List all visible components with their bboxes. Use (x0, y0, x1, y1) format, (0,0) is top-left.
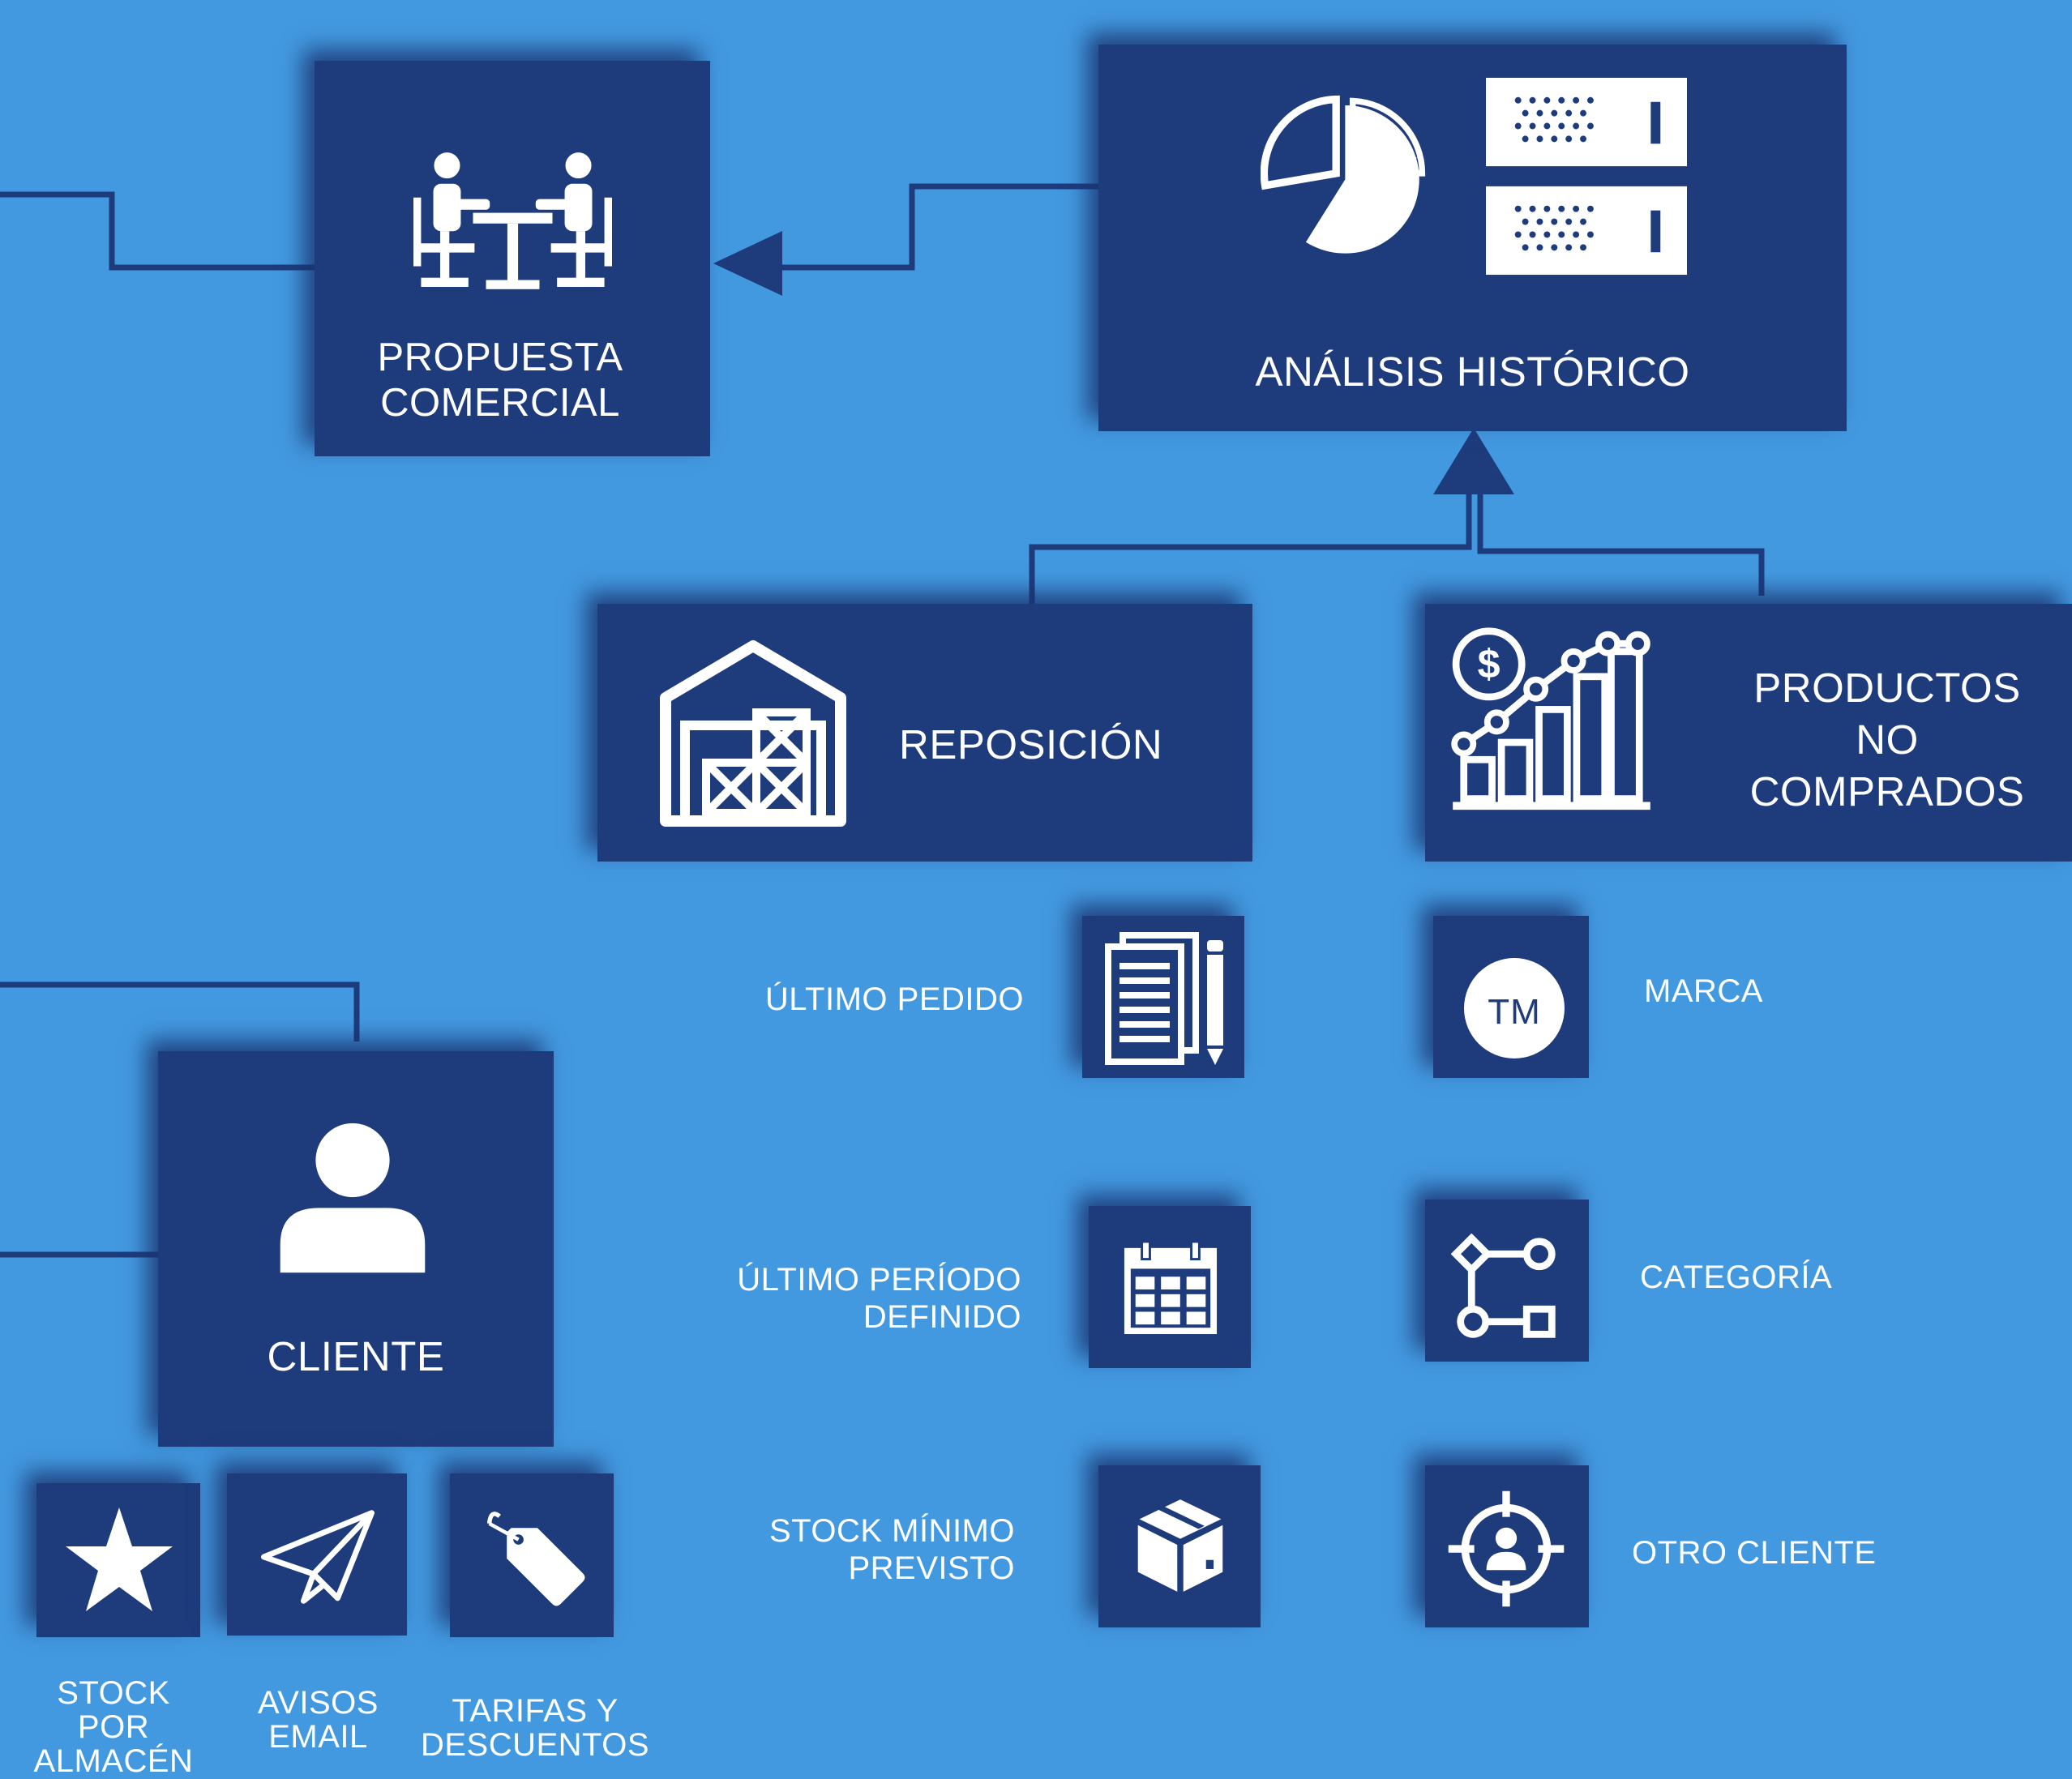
server-rack-icon (1486, 77, 1687, 276)
productos-label-line3: COMPRADOS (1749, 768, 2025, 815)
productos-option-tile (1425, 1465, 1589, 1627)
arrowhead-to-analisis (1433, 428, 1514, 494)
productos-label-line1: PRODUCTOS (1753, 665, 2021, 711)
reposicion-option-label: ÚLTIMO PERÍODO DEFINIDO (681, 1261, 1021, 1336)
connector-analisis-to-propuesta (774, 183, 1102, 271)
reposicion-option-label: ÚLTIMO PEDIDO (713, 981, 1024, 1018)
connector-left-to-cliente (0, 981, 360, 1041)
analisis-historico-node: ANÁLISIS HISTÓRICO (1098, 45, 1847, 431)
connector-left-to-propuesta (0, 191, 316, 271)
pie-chart-icon (1261, 95, 1426, 254)
document-icon (1105, 932, 1223, 1065)
growth-chart-icon: $ (1451, 627, 1650, 810)
arrowhead-to-propuesta (713, 231, 782, 296)
option-stock-minimo-text-1: STOCK MÍNIMO (768, 1513, 1015, 1549)
productos-no-comprados-node: $ PRODUCTOS NO COMPRADOS (1425, 604, 2072, 862)
propuesta-label-line1: PROPUESTA (377, 336, 623, 379)
option-ultimo-periodo-text-2: DEFINIDO (863, 1299, 1021, 1335)
analisis-historico-label: ANÁLISIS HISTÓRICO (1255, 349, 1690, 395)
target-user-icon (1448, 1490, 1565, 1607)
feature-avisos-text-1: AVISOS (258, 1685, 379, 1721)
propuesta-comercial-label: PROPUESTA COMERCIAL (315, 335, 686, 426)
cliente-feature-tile (36, 1483, 200, 1637)
feature-stock-text-1: STOCK (57, 1675, 170, 1711)
reposicion-label: REPOSICIÓN (899, 721, 1163, 768)
box-icon (1137, 1499, 1223, 1592)
connector-productos-to-analisis (1477, 478, 1765, 596)
productos-option-tile: TM (1433, 916, 1589, 1078)
productos-label-line2: NO (1856, 716, 1919, 763)
productos-option-label: CATEGORÍA (1640, 1259, 1833, 1295)
reposicion-option-label: STOCK MÍNIMO PREVISTO (681, 1512, 1015, 1587)
warehouse-icon (660, 640, 846, 827)
productos-option-tile (1425, 1200, 1589, 1362)
user-icon (280, 1123, 426, 1273)
calendar-icon (1124, 1240, 1218, 1335)
option-ultimo-pedido-text: ÚLTIMO PEDIDO (764, 981, 1024, 1017)
option-stock-minimo-text-2: PREVISTO (848, 1550, 1015, 1586)
category-tree-icon (1451, 1234, 1556, 1338)
reposicion-node: REPOSICIÓN (597, 604, 1252, 862)
cliente-node: CLIENTE (158, 1051, 554, 1447)
propuesta-label-line2: COMERCIAL (380, 381, 620, 426)
option-ultimo-periodo-text-1: ÚLTIMO PERÍODO (737, 1262, 1021, 1298)
reposicion-option-tile (1098, 1465, 1261, 1627)
reposicion-option-tile (1089, 1206, 1251, 1368)
cliente-feature-label: AVISOS EMAIL (227, 1686, 409, 1754)
feature-stock-text-3: ALMACÉN (33, 1743, 194, 1779)
connector-reposicion-to-analisis (1029, 478, 1472, 604)
cliente-feature-tile (227, 1473, 407, 1636)
meeting-icon (413, 152, 612, 289)
paper-plane-icon (261, 1510, 375, 1604)
productos-option-label: OTRO CLIENTE (1632, 1535, 1877, 1571)
propuesta-comercial-node: PROPUESTA COMERCIAL (315, 61, 710, 456)
star-icon (66, 1507, 173, 1611)
tag-icon (486, 1512, 585, 1606)
cliente-feature-label: TARIFAS Y DESCUENTOS (409, 1694, 661, 1762)
feature-tarifas-text-1: TARIFAS Y (452, 1693, 619, 1729)
trademark-icon-text: TM (1488, 992, 1541, 1032)
feature-tarifas-text-2: DESCUENTOS (420, 1727, 650, 1763)
productos-no-comprados-label: PRODUCTOS NO COMPRADOS (1693, 662, 2072, 817)
feature-avisos-text-2: EMAIL (268, 1719, 368, 1755)
feature-stock-text-2: POR (77, 1709, 150, 1745)
trademark-icon (1464, 958, 1565, 1058)
svg-text:$: $ (1478, 642, 1500, 687)
cliente-label: CLIENTE (267, 1333, 445, 1379)
cliente-feature-tile (450, 1473, 614, 1637)
reposicion-option-tile (1082, 916, 1244, 1078)
productos-option-label: MARCA (1644, 973, 1763, 1009)
cliente-feature-label: STOCK POR ALMACÉN (24, 1676, 203, 1778)
